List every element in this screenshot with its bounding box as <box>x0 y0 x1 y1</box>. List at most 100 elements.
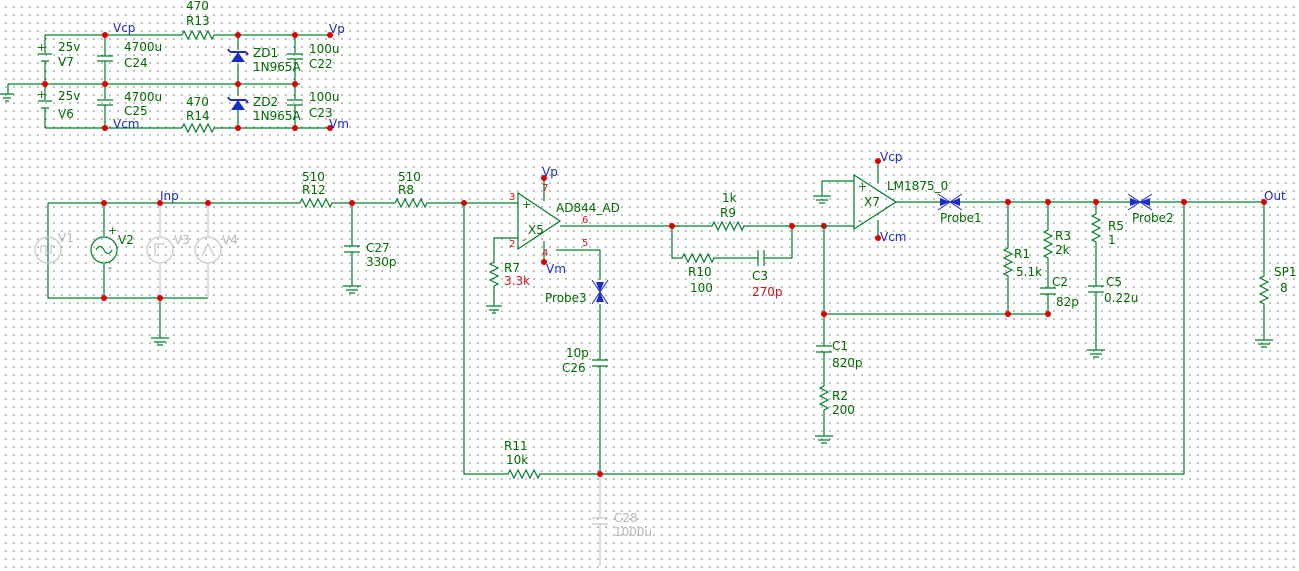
svg-text:+: + <box>522 198 531 211</box>
source-v2-symbol <box>90 236 118 264</box>
x7-model: LM1875_0 <box>887 179 948 193</box>
c3-value: 270p <box>752 285 783 299</box>
x7-name: X7 <box>864 195 880 209</box>
junction-dots <box>821 199 1267 317</box>
plus-sign: + <box>37 88 46 101</box>
net-label-vp-x5: Vp <box>542 165 558 179</box>
r9-name: R9 <box>720 206 736 220</box>
r3-name: R3 <box>1055 229 1071 243</box>
wire-feedback <box>463 203 1185 480</box>
feedback-loop: R11 10k <box>463 203 1185 480</box>
zd2-name: ZD2 <box>253 95 278 109</box>
r10-value: 100 <box>690 281 713 295</box>
zener-zd2-symbol <box>227 96 249 110</box>
c23-value: 100u <box>309 90 340 104</box>
x5-pin-2: 2 <box>509 239 515 250</box>
probe1-name: Probe1 <box>940 211 982 225</box>
v7-name: V7 <box>58 55 74 69</box>
r12-value: 510 <box>302 170 325 184</box>
ground-symbol <box>151 298 169 346</box>
c2-value: 82p <box>1056 295 1079 309</box>
v4-name: V4 <box>222 233 238 247</box>
resistor-r12-symbol <box>299 197 395 209</box>
r5-name: R5 <box>1108 219 1124 233</box>
probe1-symbol <box>937 193 963 211</box>
r8-value: 510 <box>398 170 421 184</box>
r1-value: 5.1k <box>1016 265 1042 279</box>
net-label-vcp-x7: Vcp <box>880 150 902 164</box>
sp1-name: SP1 <box>1274 265 1297 279</box>
net-label-vcm: Vcm <box>113 117 140 131</box>
capacitor-c23-symbol <box>287 99 303 106</box>
svg-text:-: - <box>858 214 862 227</box>
c25-value: 4700u <box>124 90 162 104</box>
input-filter: 510 R12 510 R8 C27 330p <box>299 170 518 294</box>
c23-name: C23 <box>309 106 333 120</box>
v6-name: V6 <box>58 107 74 121</box>
c22-value: 100u <box>309 42 340 56</box>
ground-symbol <box>813 180 854 204</box>
input-sources: V1 V2 V3 V4 + - Inp <box>34 189 300 346</box>
r5-c5-branch <box>1087 202 1105 358</box>
probe3-name: Probe3 <box>545 291 587 305</box>
net-label-vcm-x7: Vcm <box>880 230 907 244</box>
power-supply: + + <box>0 0 349 134</box>
net-label-vcp: Vcp <box>113 21 135 35</box>
net-label-vp: Vp <box>329 22 345 36</box>
svg-text:+: + <box>858 180 867 193</box>
probe3-symbol <box>591 279 609 305</box>
c24-name: C24 <box>124 56 148 70</box>
net-label-out: Out <box>1264 189 1286 203</box>
wire-source-return <box>47 203 208 299</box>
svg-text:-: - <box>522 233 526 246</box>
net-label-vm-x5: Vm <box>546 262 566 276</box>
c5-name: C5 <box>1106 275 1122 289</box>
c26-value: 10p <box>566 346 589 360</box>
net-label-vm: Vm <box>329 117 349 131</box>
capacitor-c26-symbol <box>592 304 608 474</box>
junction-dots <box>42 32 333 131</box>
c28-name: C28 <box>614 511 638 525</box>
x5-model: AD844_AD <box>556 201 620 215</box>
c27-value: 330p <box>366 255 397 269</box>
v6-value: 25v <box>58 89 80 103</box>
c27-name: C27 <box>366 241 390 255</box>
c28-value: 1000u <box>614 525 652 539</box>
r10-name: R10 <box>688 265 712 279</box>
capacitor-c25-symbol <box>97 99 113 106</box>
zener-zd1-symbol <box>227 48 249 62</box>
r8-name: R8 <box>398 183 414 197</box>
r3-value: 2k <box>1055 243 1070 257</box>
c3-name: C3 <box>752 269 768 283</box>
x5-pin-6: 6 <box>582 215 588 226</box>
r14-name: R14 <box>186 109 210 123</box>
zd2-value: 1N965A <box>253 109 302 123</box>
opamp-x5-symbol <box>517 191 562 251</box>
plus-sign: + <box>37 41 46 54</box>
opamp-x7-symbol <box>853 173 898 231</box>
r1-name: R1 <box>1014 247 1030 261</box>
speaker-sp1-symbol <box>1255 202 1273 348</box>
c1-name: C1 <box>832 339 848 353</box>
capacitor-c27-symbol <box>343 203 361 294</box>
capacitor-c24-symbol <box>97 55 113 62</box>
c1-r2-branch <box>815 314 833 444</box>
resistor-r13-symbol <box>181 29 215 41</box>
r2-name: R2 <box>832 389 848 403</box>
c5-value: 0.22u <box>1104 291 1138 305</box>
net-label-inp: Inp <box>160 189 179 203</box>
r13-value: 470 <box>186 0 209 13</box>
x5-name: X5 <box>528 223 544 237</box>
zd1-name: ZD1 <box>253 46 278 60</box>
c26-name: C26 <box>562 361 586 375</box>
probe2-symbol <box>1127 193 1153 211</box>
resistor-r9-symbol <box>672 220 824 232</box>
v3-name: V3 <box>174 233 190 247</box>
poweramp-x7: + - X7 LM1875_0 Vcp Vcm Probe1 Probe2 <box>813 150 1264 314</box>
plus-sign: + <box>108 224 117 237</box>
minus-sign: - <box>108 261 112 274</box>
source-v4-symbol <box>194 236 222 264</box>
capacitor-c22-symbol <box>287 53 303 60</box>
wire <box>823 225 854 314</box>
r11-name: R11 <box>504 439 528 453</box>
